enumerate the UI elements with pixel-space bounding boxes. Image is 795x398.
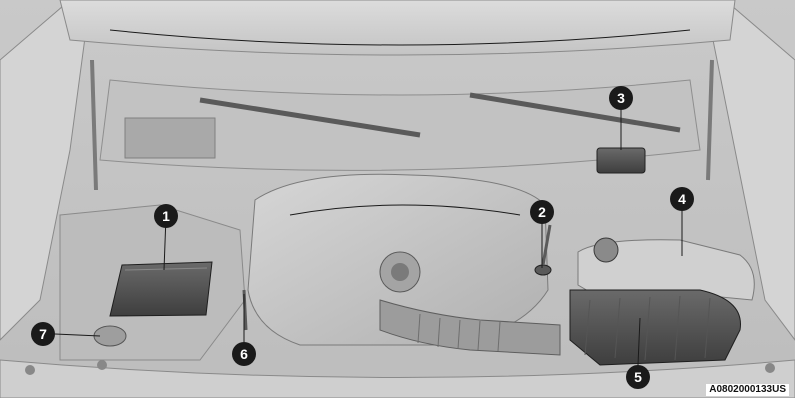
coolant-pressure-cap bbox=[594, 238, 618, 262]
callout-7-number: 7 bbox=[39, 326, 47, 342]
callout-1: 1 bbox=[154, 204, 178, 228]
cowl-vent-grille bbox=[125, 118, 215, 158]
callout-6-number: 6 bbox=[240, 346, 248, 362]
callout-7: 7 bbox=[31, 322, 55, 346]
raised-hood bbox=[60, 0, 735, 55]
engine-oil-dipstick bbox=[535, 265, 551, 275]
latch-bolt-inner-left bbox=[97, 360, 107, 370]
image-reference-code: A0802000133US bbox=[706, 384, 789, 396]
callout-4: 4 bbox=[670, 187, 694, 211]
callout-3-number: 3 bbox=[617, 90, 625, 106]
oil-fill-cap-center bbox=[391, 263, 409, 281]
callout-2-number: 2 bbox=[538, 204, 546, 220]
callout-5: 5 bbox=[626, 365, 650, 389]
latch-bolt-left bbox=[25, 365, 35, 375]
callout-1-number: 1 bbox=[162, 208, 170, 224]
latch-bolt-right bbox=[765, 363, 775, 373]
callout-4-number: 4 bbox=[678, 191, 686, 207]
air-cleaner-assembly bbox=[570, 290, 741, 365]
callout-5-number: 5 bbox=[634, 369, 642, 385]
callout-6: 6 bbox=[232, 342, 256, 366]
callout-3: 3 bbox=[609, 86, 633, 110]
brake-fluid-reservoir bbox=[597, 148, 645, 173]
callout-2: 2 bbox=[530, 200, 554, 224]
